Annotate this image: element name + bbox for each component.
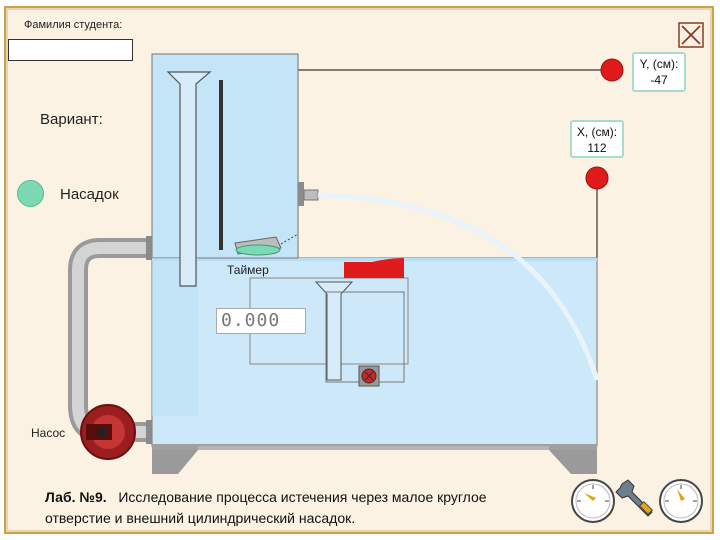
y-readout-value: -47 <box>650 73 668 87</box>
pump-label: Насос <box>31 426 66 440</box>
tank-leg-left <box>152 450 198 474</box>
timer-button[interactable] <box>234 233 299 256</box>
variant-label: Вариант: <box>40 111 103 128</box>
student-name-field[interactable] <box>8 39 133 61</box>
x-readout-label: X, (см): <box>576 125 618 139</box>
outlet-flange <box>298 182 304 206</box>
y-readout: Y, (см): -47 <box>632 52 686 92</box>
pump-pipe <box>68 238 148 442</box>
lab-title-line2: отверстие и внешний цилиндрический насад… <box>45 510 356 526</box>
valve-cross-b <box>364 371 374 381</box>
nozzle-label: Насадок <box>60 186 119 203</box>
nozzle-toggle[interactable] <box>17 180 44 207</box>
catch-tray[interactable] <box>344 258 404 278</box>
x-readout-value: 112 <box>587 141 607 155</box>
pump[interactable] <box>80 404 136 460</box>
y-readout-label: Y, (см): <box>639 57 679 71</box>
pump-pipe-inner <box>72 242 148 438</box>
pipe-flange-bottom <box>146 420 154 444</box>
lab-number: Лаб. №9. <box>45 489 107 505</box>
timer-display: 0.000 <box>216 308 306 334</box>
lab-title-line1: Исследование процесса истечения через ма… <box>118 489 487 505</box>
lower-tank-surface <box>152 258 597 261</box>
y-marker[interactable] <box>600 58 624 82</box>
outlet-nozzle[interactable] <box>303 189 319 201</box>
upper-tank <box>151 53 299 259</box>
timer-label: Таймер <box>227 263 269 277</box>
water-jet <box>317 192 600 381</box>
lower-tank <box>151 257 598 447</box>
lab-title: Лаб. №9. Исследование процесса истечения… <box>45 487 487 529</box>
pressure-gauge-icon[interactable] <box>571 479 615 523</box>
measuring-funnel <box>314 281 354 381</box>
tank-leg-right <box>549 450 597 474</box>
tank-base-rim <box>198 446 549 450</box>
wrench-icon[interactable] <box>615 479 653 517</box>
close-icon[interactable] <box>678 22 704 48</box>
pipe-flange-top <box>146 236 154 260</box>
x-readout: X, (см): 112 <box>570 120 624 158</box>
x-marker[interactable] <box>585 166 609 190</box>
pressure-gauge-icon[interactable] <box>659 479 703 523</box>
overflow-rod <box>219 80 223 250</box>
upper-funnel <box>166 71 212 287</box>
student-label: Фамилия студента: <box>24 19 123 31</box>
